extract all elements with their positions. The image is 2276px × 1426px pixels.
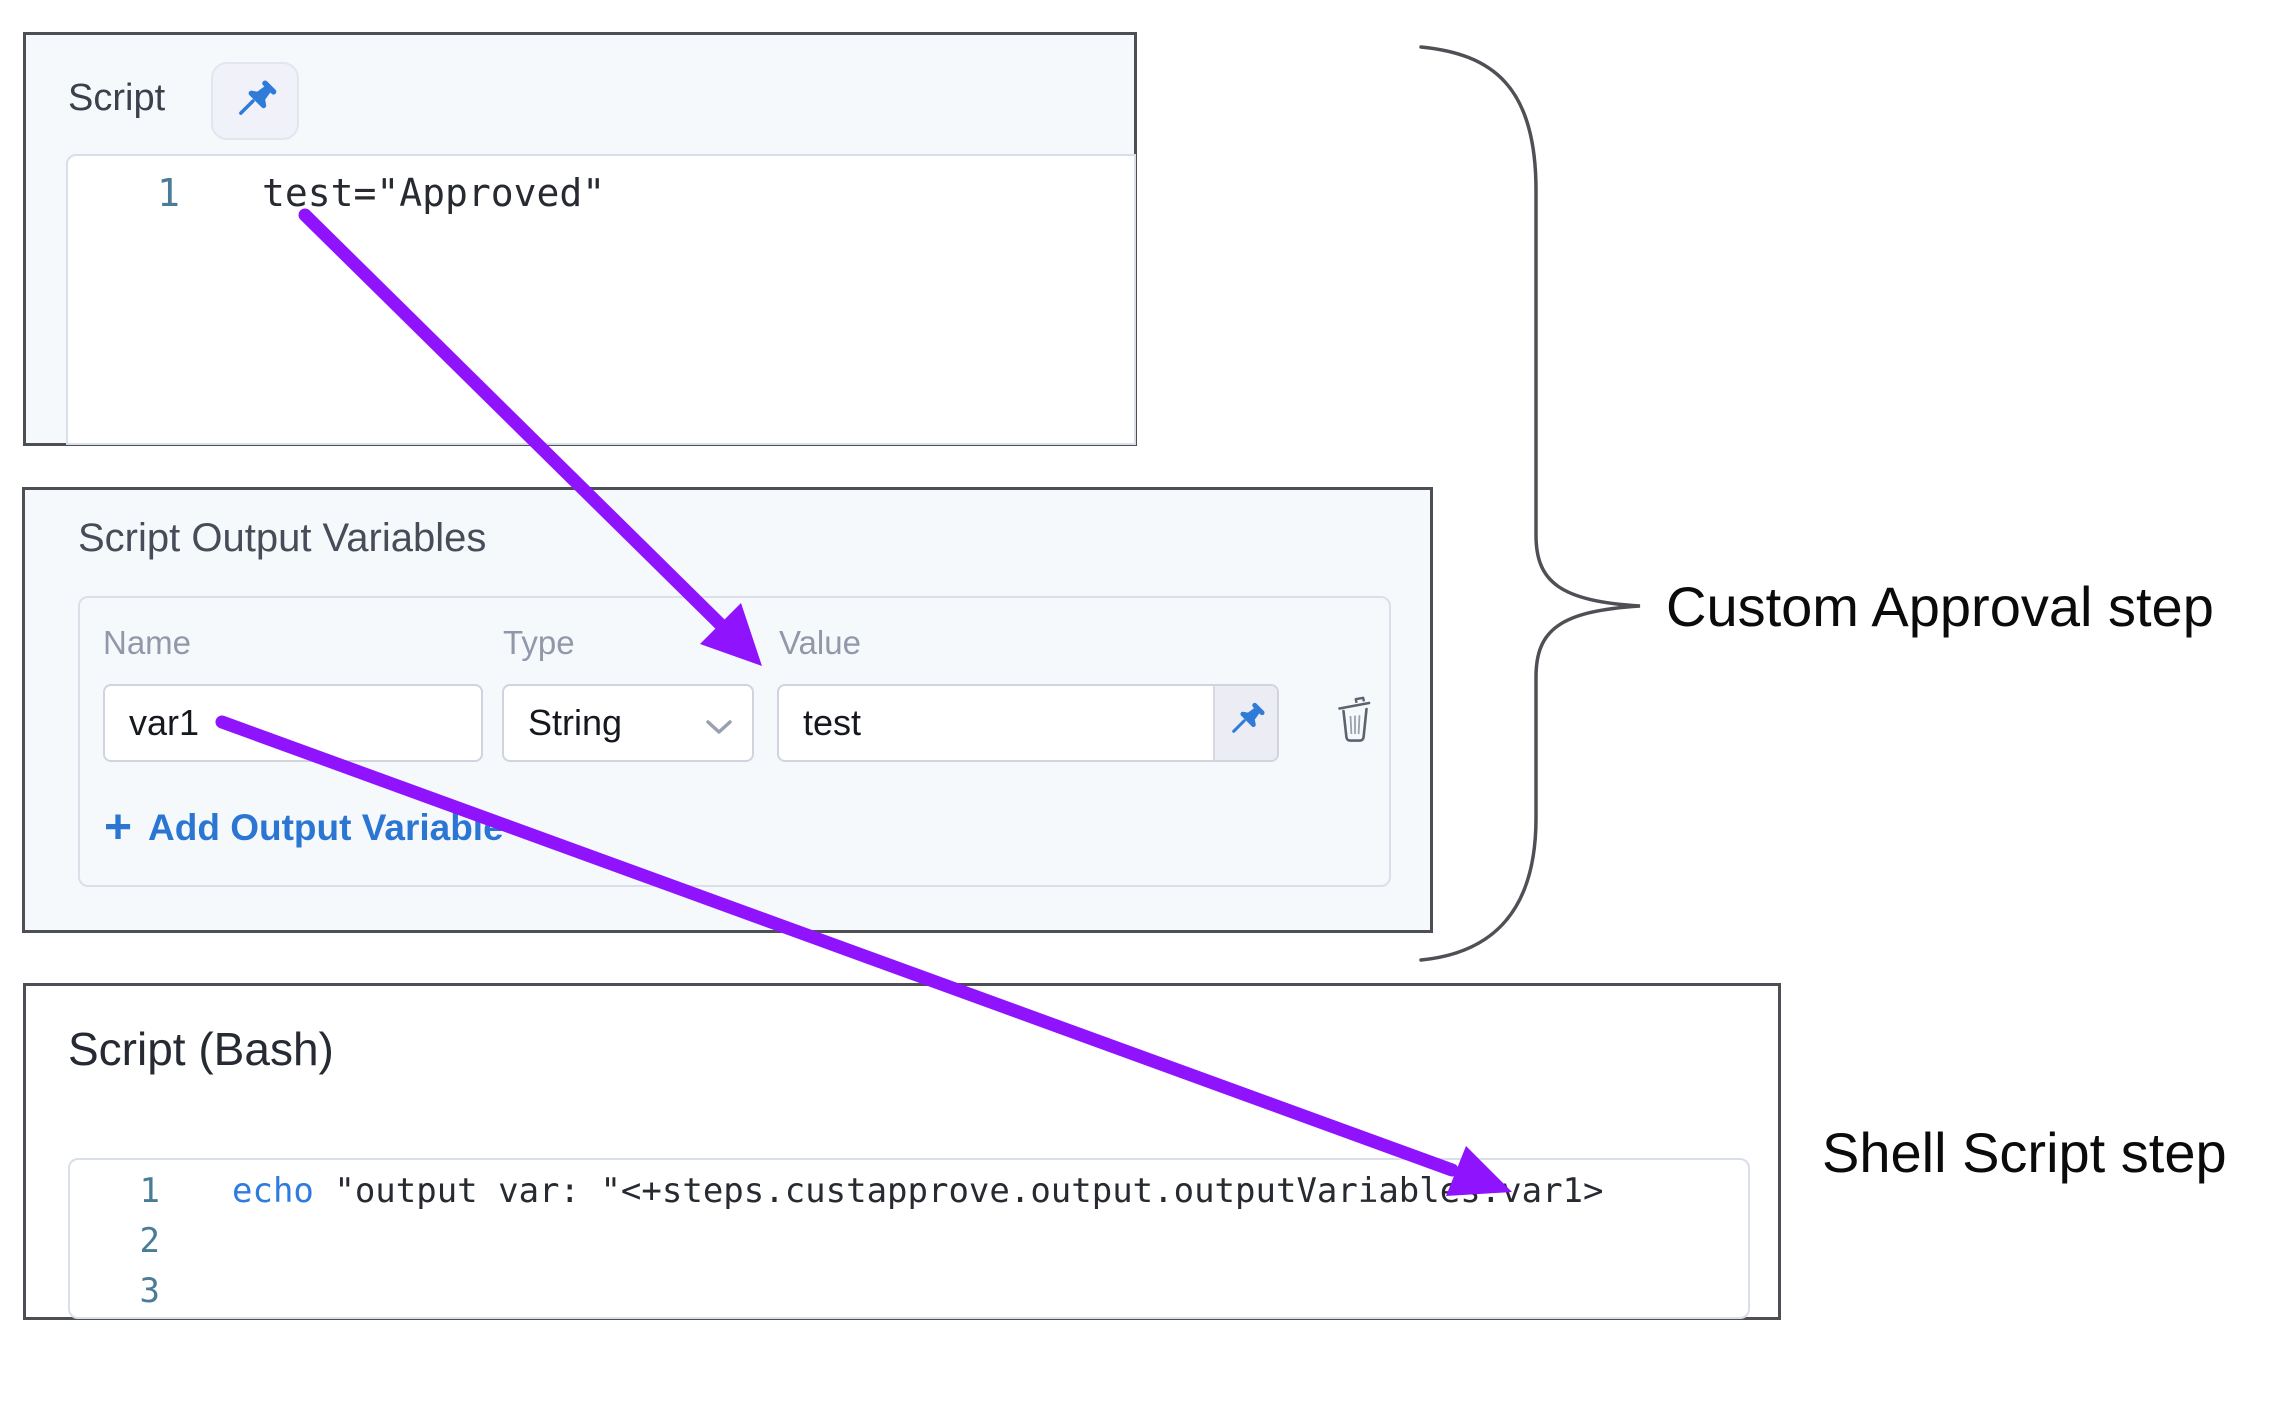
trash-icon [1335, 696, 1375, 749]
pin-button[interactable] [211, 62, 299, 140]
curly-brace [1419, 45, 1641, 962]
chevron-down-icon [706, 702, 732, 744]
shell-script-panel: Script (Bash) 1 echo "output var: "<+ste… [23, 983, 1781, 1320]
code-line: 1 echo "output var: "<+steps.custapprove… [70, 1166, 1748, 1216]
delete-variable-button[interactable] [1323, 690, 1387, 754]
pushpin-icon [232, 76, 278, 127]
output-variables-title: Script Output Variables [78, 516, 487, 560]
bash-code-editor[interactable]: 1 echo "output var: "<+steps.custapprove… [68, 1158, 1750, 1319]
line-number: 1 [157, 171, 180, 215]
name-column-label: Name [103, 624, 192, 661]
pushpin-icon [1226, 699, 1266, 748]
variable-value-input[interactable] [779, 686, 1213, 760]
add-output-variable-label: Add Output Variable [148, 807, 504, 848]
variable-name-value[interactable] [129, 702, 457, 744]
code-line: 1 test="Approved" [68, 166, 1134, 220]
code-line: 3 [70, 1266, 1748, 1316]
approval-script-code-editor[interactable]: 1 test="Approved" [66, 154, 1136, 445]
code-line: 2 [70, 1216, 1748, 1266]
line-number: 3 [139, 1271, 160, 1311]
value-column-label: Value [779, 624, 861, 661]
line-number: 1 [139, 1171, 160, 1211]
plus-icon: + [104, 801, 133, 854]
variable-type-select[interactable]: String [502, 684, 754, 762]
shell-script-step-label: Shell Script step [1822, 1121, 2227, 1184]
custom-approval-step-label: Custom Approval step [1666, 575, 2214, 638]
type-column-label: Type [503, 624, 575, 661]
value-pin-button[interactable] [1213, 686, 1277, 760]
script-output-variables-panel: Script Output Variables Name Type Value … [22, 487, 1433, 933]
add-output-variable-button[interactable]: + Add Output Variable [104, 804, 504, 852]
variable-value-input-group [777, 684, 1279, 762]
code-text: echo "output var: "<+steps.custapprove.o… [232, 1166, 1603, 1216]
script-panel-title: Script [68, 77, 166, 119]
variable-name-input[interactable] [103, 684, 483, 762]
custom-approval-script-panel: Script 1 test="Approved" [23, 32, 1137, 446]
code-rest: "output var: "<+steps.custapprove.output… [313, 1171, 1604, 1211]
variable-value-value[interactable] [803, 702, 1189, 744]
code-text: test="Approved" [262, 171, 606, 215]
echo-keyword: echo [232, 1171, 314, 1211]
line-number: 2 [139, 1221, 160, 1261]
bash-panel-title: Script (Bash) [68, 1023, 334, 1075]
variable-type-value: String [528, 702, 623, 743]
output-variable-card: Name Type Value String [78, 596, 1391, 887]
